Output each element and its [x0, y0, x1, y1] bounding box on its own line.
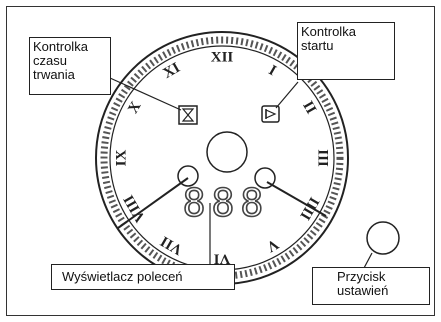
dial-numeral: X [125, 99, 144, 117]
settings-button-label: Przycisk ustawień [312, 267, 430, 305]
dial-numeral: IIII [296, 194, 322, 222]
command-display: 888 [182, 180, 270, 226]
dial-numeral: V [263, 235, 281, 254]
start-indicator-label: Kontrolka startu [297, 22, 395, 80]
center-bubble [206, 131, 248, 173]
clock-hand-right [266, 181, 327, 217]
dial-numeral: III [315, 149, 331, 167]
dial-numeral: IX [113, 149, 129, 166]
settings-button-circle [366, 221, 400, 255]
duration-indicator-label: Kontrolka czasu trwania [29, 37, 111, 95]
leader-duration [109, 77, 182, 111]
dial-numeral: II [299, 99, 319, 117]
hourglass-icon [178, 105, 198, 125]
leader-start [275, 81, 299, 109]
command-display-label: Wyświetlacz poleceń [51, 264, 235, 290]
dial-numeral: VII [158, 232, 186, 257]
display-digits: 888 [183, 181, 270, 225]
play-icon [261, 105, 280, 123]
dial-numeral: XI [160, 60, 183, 82]
dial-numeral: VI [214, 251, 231, 267]
clock-hand-left [117, 177, 189, 229]
leader-settings [363, 252, 373, 269]
dial-numeral: I [266, 63, 279, 80]
dial-numeral: XII [211, 49, 234, 65]
